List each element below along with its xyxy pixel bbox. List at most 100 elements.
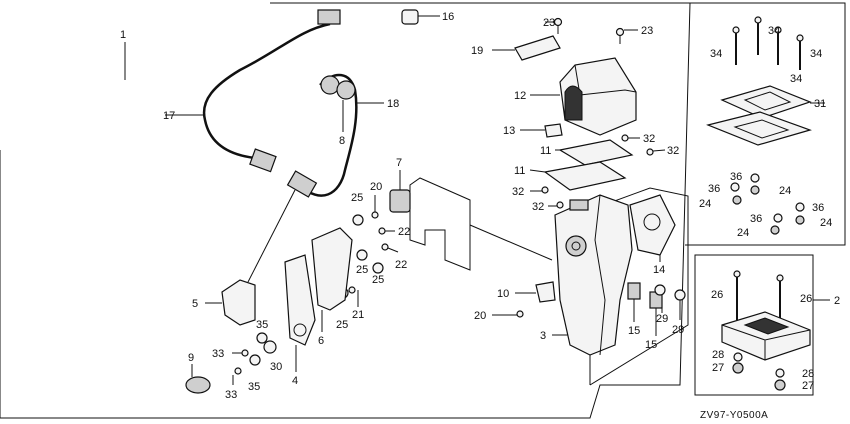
bolt-34a — [732, 26, 740, 65]
lever-bracket-6 — [311, 227, 353, 311]
harness-connector-top — [317, 9, 341, 25]
harness-18-plug — [320, 75, 340, 95]
callout-10: 10 — [497, 288, 509, 300]
callout-23b: 23 — [641, 25, 653, 37]
callout-24d: 24 — [737, 227, 749, 239]
callout-11a: 11 — [540, 145, 551, 157]
screw-32c — [530, 186, 549, 194]
callout-32b: 32 — [667, 145, 679, 157]
callout-34a: 34 — [710, 48, 722, 60]
screw-32d — [548, 201, 564, 209]
plate-31 — [720, 85, 812, 119]
bolt-34b — [754, 16, 762, 55]
callout-28a: 28 — [712, 349, 724, 361]
plate-11-upper — [558, 139, 634, 166]
callout-36d: 36 — [750, 213, 762, 225]
callout-32d: 32 — [532, 201, 544, 213]
washer-36a — [750, 173, 760, 183]
callout-24b: 24 — [699, 198, 711, 210]
callout-4: 4 — [292, 375, 298, 387]
grommet-9 — [185, 376, 211, 394]
callout-25c: 25 — [372, 274, 384, 286]
callout-22a: 22 — [398, 226, 410, 238]
gasket-set-frame-31 — [685, 2, 846, 246]
callout-36a: 36 — [730, 171, 742, 183]
washer-36b — [730, 182, 740, 192]
callout-36b: 36 — [708, 183, 720, 195]
screw-32a — [621, 134, 640, 142]
arm-4 — [284, 254, 316, 346]
callout-24c: 24 — [820, 217, 832, 229]
nut-25b — [356, 249, 368, 261]
nut-24a — [750, 185, 760, 195]
callout-14: 14 — [653, 264, 665, 276]
callout-13: 13 — [503, 125, 515, 137]
callout-35b: 35 — [248, 381, 260, 393]
washer-29b — [674, 289, 686, 301]
callout-29a: 29 — [656, 313, 668, 325]
screw-33a — [232, 349, 249, 357]
nut-24d — [770, 225, 780, 235]
callout-25a: 25 — [351, 192, 363, 204]
washer-28b — [775, 368, 785, 378]
screw-32b — [646, 148, 666, 156]
callout-36c: 36 — [812, 202, 824, 214]
washer-28a — [733, 352, 743, 362]
callout-26a: 26 — [711, 289, 723, 301]
spacer-block — [721, 311, 811, 361]
plate-11-lower — [543, 161, 627, 191]
gasket-outline — [409, 177, 471, 271]
wire-harness-17 — [202, 22, 331, 160]
callout-33b: 33 — [225, 389, 237, 401]
callout-8: 8 — [339, 135, 345, 147]
washer-29a — [654, 284, 666, 296]
callout-32a: 32 — [643, 133, 655, 145]
cover-5 — [221, 279, 256, 326]
bracket-13 — [544, 123, 563, 138]
screw-20a — [371, 195, 379, 219]
callout-15a: 15 — [628, 325, 640, 337]
callout-17: 17 — [163, 110, 175, 122]
screw-21 — [348, 286, 359, 307]
callout-34c: 34 — [790, 73, 802, 85]
grommet-7 — [389, 189, 411, 213]
callout-32c: 32 — [512, 186, 524, 198]
bolt-34d — [796, 34, 804, 70]
callout-24a: 24 — [779, 185, 791, 197]
bolt-34c — [774, 26, 782, 65]
callout-7: 7 — [396, 157, 402, 169]
callout-35a: 35 — [256, 319, 268, 331]
cover-14 — [629, 194, 676, 256]
nut-27a — [732, 362, 744, 374]
callout-18: 18 — [387, 98, 399, 110]
callout-26b: 26 — [800, 293, 812, 305]
washer-36c — [795, 202, 805, 212]
nut-25a — [352, 214, 364, 226]
callout-15b: 15 — [645, 339, 657, 351]
bolt-26a — [733, 270, 741, 320]
washer-30 — [263, 340, 277, 354]
callout-34d: 34 — [810, 48, 822, 60]
callout-6: 6 — [318, 335, 324, 347]
nut-24b — [732, 195, 742, 205]
screw-20b — [492, 310, 524, 318]
callout-16: 16 — [442, 11, 454, 23]
callout-23a: 23 — [543, 17, 555, 29]
callout-1: 1 — [120, 29, 126, 41]
gasket-31 — [706, 111, 812, 146]
screw-22b — [381, 243, 399, 253]
callout-12: 12 — [514, 90, 526, 102]
callout-33a: 33 — [212, 348, 224, 360]
callout-20a: 20 — [370, 181, 382, 193]
wire-harness-18 — [299, 73, 358, 197]
grommet-16 — [401, 9, 419, 25]
callout-27b: 27 — [802, 380, 814, 392]
callout-9: 9 — [188, 352, 194, 364]
washer-35b — [249, 354, 261, 366]
switch-15a — [627, 282, 641, 300]
nut-25c — [372, 262, 384, 274]
callout-21: 21 — [352, 309, 364, 321]
cover-19 — [514, 35, 561, 61]
callout-5: 5 — [192, 298, 198, 310]
